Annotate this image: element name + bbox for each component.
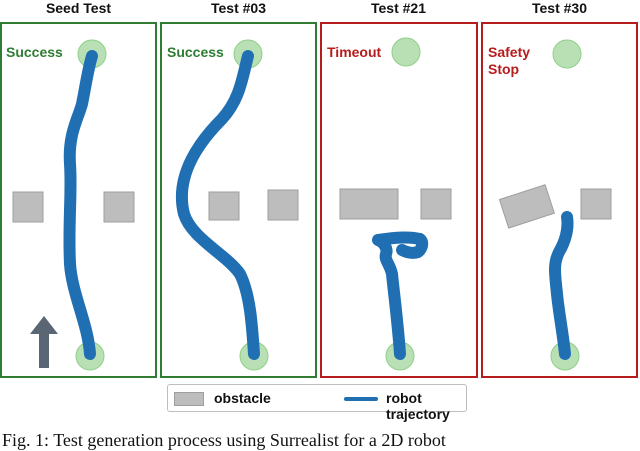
figure-caption: Fig. 1: Test generation process using Su… — [2, 430, 446, 450]
robot-trajectory — [176, 50, 260, 360]
legend: obstacle robot trajectory — [167, 384, 467, 422]
status-label: Success — [6, 44, 63, 60]
robot-trajectory — [372, 231, 429, 360]
panel-test-03: Success — [160, 22, 317, 378]
panel-seed-test: Success — [0, 22, 157, 378]
goal-circle-icon — [552, 39, 582, 69]
obstacle — [208, 191, 240, 221]
status-label: Safety Stop — [488, 44, 530, 78]
panel-title-test-21: Test #21 — [371, 0, 426, 16]
legend-trajectory-label: robot trajectory — [386, 390, 450, 422]
obstacle — [339, 188, 399, 220]
trajectory-swatch — [344, 397, 378, 401]
start-direction-arrow-icon — [30, 316, 58, 368]
scene-seed — [12, 39, 135, 371]
obstacle — [420, 188, 452, 220]
obstacle — [103, 191, 135, 223]
panel-test-21: Timeout — [320, 22, 478, 378]
obstacle — [12, 191, 44, 223]
status-line: Stop — [488, 61, 520, 77]
robot-trajectory — [63, 50, 98, 360]
panel-title-seed: Seed Test — [45, 0, 112, 16]
status-label: Success — [167, 44, 224, 60]
obstacle — [580, 188, 612, 220]
obstacle-swatch — [174, 392, 204, 406]
panel-test-30: Safety Stop — [481, 22, 638, 378]
status-label: Timeout — [327, 44, 382, 60]
obstacle — [267, 189, 299, 221]
panel-title-test-03: Test #03 — [211, 0, 266, 16]
scene-test-03 — [176, 39, 299, 371]
status-line: Safety — [488, 44, 531, 60]
obstacle — [498, 184, 555, 229]
robot-trajectory — [549, 211, 574, 360]
legend-obstacle-label: obstacle — [214, 390, 271, 406]
scene-test-21 — [339, 37, 452, 371]
scene-test-30 — [498, 39, 612, 371]
goal-circle-icon — [391, 37, 421, 67]
panel-title-test-30: Test #30 — [532, 0, 587, 16]
